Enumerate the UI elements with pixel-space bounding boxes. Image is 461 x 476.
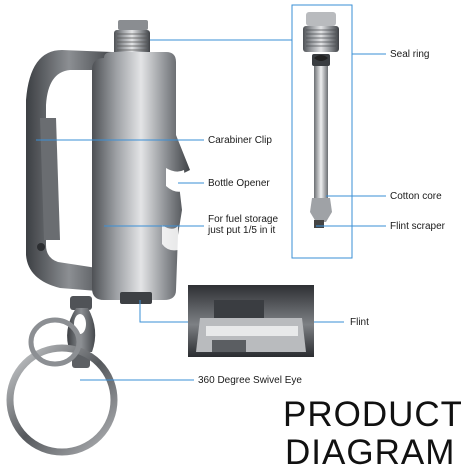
lighter-body <box>26 20 190 304</box>
flint-inset <box>188 285 314 357</box>
swivel-and-keyring <box>6 296 118 456</box>
label-seal-ring: Seal ring <box>390 49 430 60</box>
label-flint-scraper: Flint scraper <box>390 221 446 232</box>
label-swivel-eye: 360 Degree Swivel Eye <box>198 375 302 386</box>
title-line-1: PRODUCT <box>283 395 461 434</box>
label-fuel-storage-line1: For fuel storage <box>208 214 279 225</box>
label-bottle-opener: Bottle Opener <box>208 178 270 189</box>
label-fuel-storage-line2: just put 1/5 in it <box>208 225 276 236</box>
label-flint: Flint <box>350 317 369 328</box>
label-cotton-core: Cotton core <box>390 191 442 202</box>
title-line-2: DIAGRAM <box>285 433 456 472</box>
label-carabiner-clip: Carabiner Clip <box>208 135 272 146</box>
leader-flint-inset <box>139 300 188 323</box>
leader-lines <box>36 39 386 381</box>
rod-inset <box>291 4 353 259</box>
